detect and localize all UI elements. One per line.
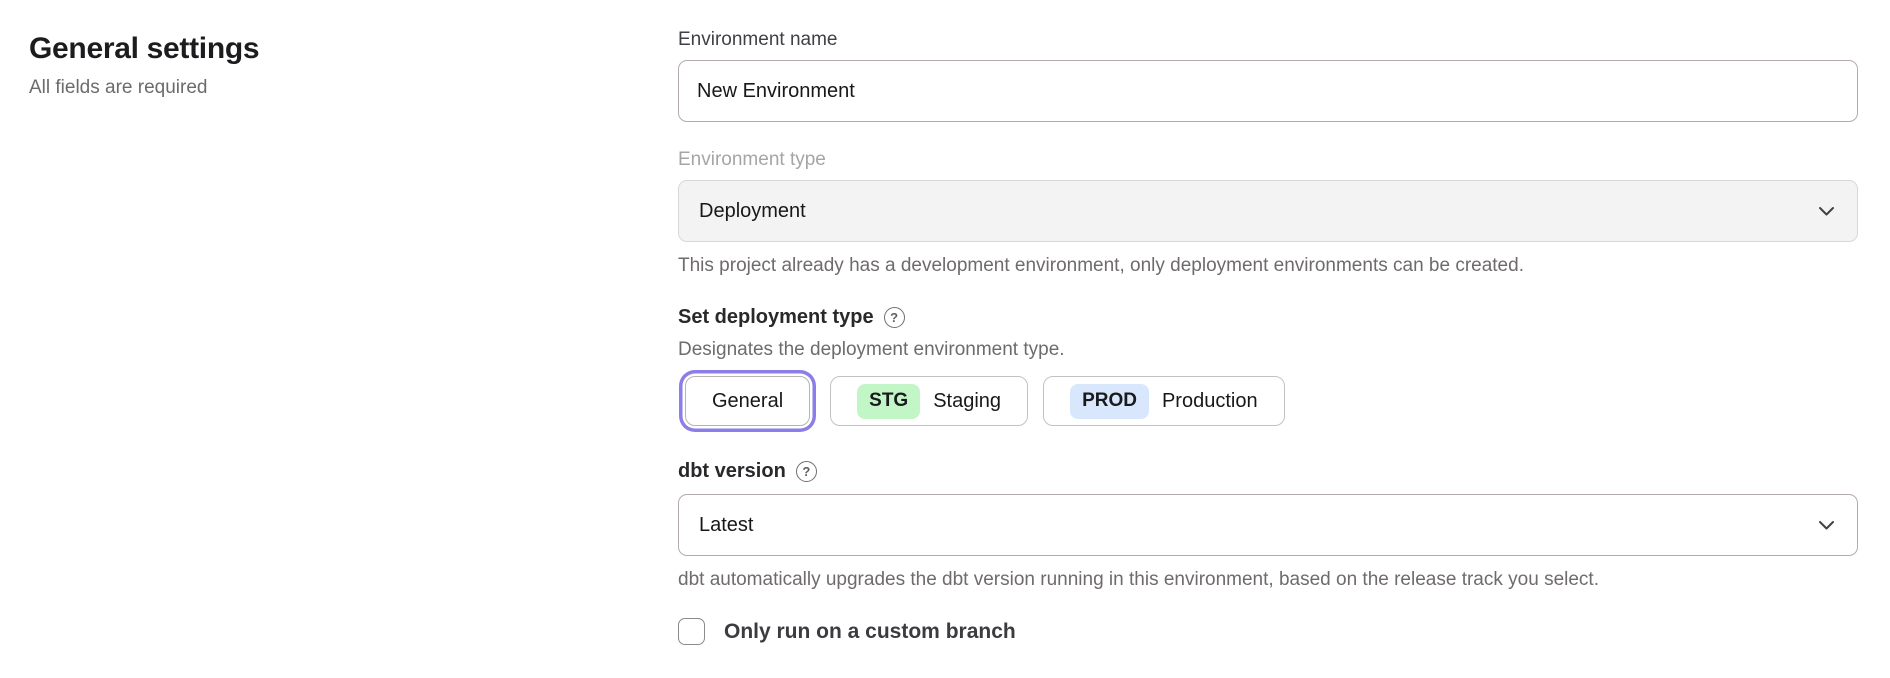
deployment-type-description: Designates the deployment environment ty… <box>678 339 1065 360</box>
staging-badge: STG <box>857 383 921 419</box>
custom-branch-row: Only run on a custom branch <box>678 618 1858 645</box>
deployment-type-option-production[interactable]: PROD Production <box>1043 376 1285 426</box>
deployment-type-option-label: General <box>712 389 784 412</box>
environment-type-helper: This project already has a development e… <box>678 255 1524 276</box>
deployment-type-option-staging[interactable]: STG Staging <box>830 376 1029 426</box>
page-title: General settings <box>29 32 260 65</box>
deployment-type-heading-row: Set deployment type ? <box>678 304 1858 330</box>
deployment-type-option-label: Production <box>1161 389 1258 412</box>
chevron-down-icon <box>1818 206 1835 217</box>
environment-type-label: Environment type <box>678 149 826 170</box>
environment-type-value: Deployment <box>699 199 806 222</box>
dbt-version-select[interactable]: Latest <box>678 494 1858 556</box>
environment-type-select: Deployment <box>678 180 1858 242</box>
deployment-type-option-general[interactable]: General <box>685 376 811 426</box>
environment-name-label: Environment name <box>678 29 838 50</box>
custom-branch-label[interactable]: Only run on a custom branch <box>724 619 1016 643</box>
help-icon[interactable]: ? <box>883 306 905 328</box>
environment-form: Environment name Environment type Deploy… <box>678 28 1858 645</box>
custom-branch-checkbox[interactable] <box>678 618 705 645</box>
deployment-type-label: Set deployment type <box>678 306 874 328</box>
dbt-version-label: dbt version <box>678 460 786 482</box>
dbt-version-heading-row: dbt version ? <box>678 458 1858 484</box>
settings-header: General settings All fields are required <box>29 32 649 100</box>
page-subtitle: All fields are required <box>29 77 208 98</box>
deployment-type-option-label: Staging <box>933 389 1002 412</box>
dbt-version-value: Latest <box>699 513 754 536</box>
deployment-type-options: General STG Staging PROD Production <box>678 376 1858 426</box>
dbt-version-helper: dbt automatically upgrades the dbt versi… <box>678 569 1599 590</box>
help-icon[interactable]: ? <box>795 460 817 482</box>
chevron-down-icon <box>1818 520 1835 531</box>
production-badge: PROD <box>1070 383 1149 419</box>
environment-name-input[interactable] <box>678 60 1858 122</box>
